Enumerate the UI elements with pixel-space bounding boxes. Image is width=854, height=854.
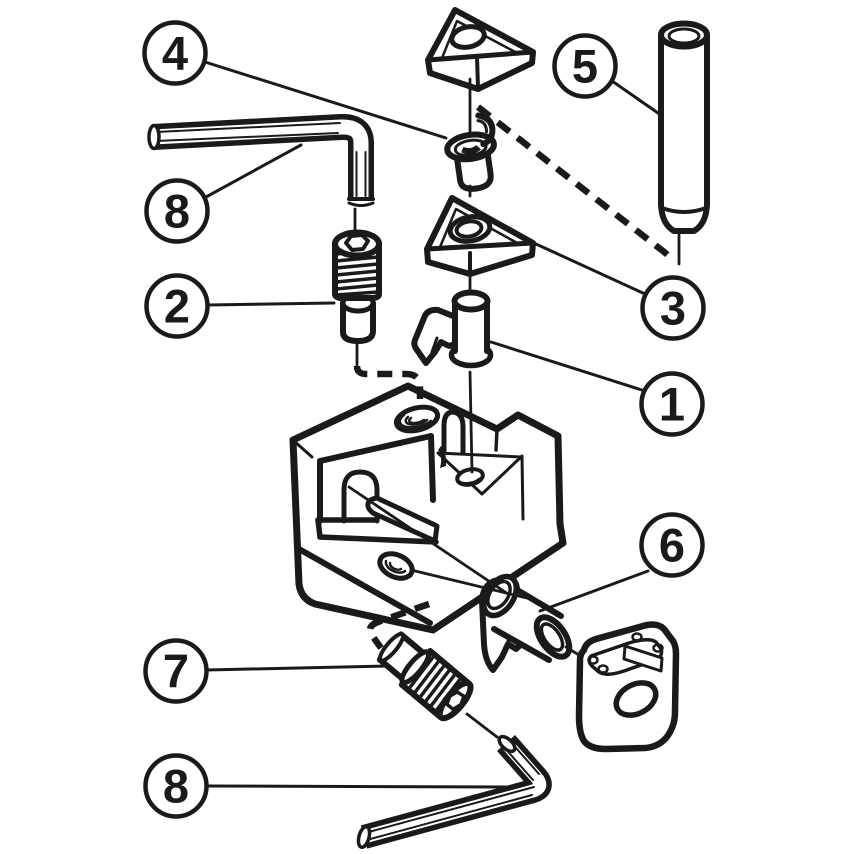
leader-2 (206, 301, 336, 307)
callout-8-top: 8 (144, 178, 210, 244)
callout-5: 5 (552, 33, 618, 99)
leader-8-top (204, 143, 303, 199)
cartridge-body (289, 382, 567, 634)
hex-key-bottom-end-face (356, 825, 372, 849)
clamp-screw-2 (332, 229, 382, 344)
hidden-assembly-paths (353, 104, 677, 650)
body-top-hole (393, 404, 441, 434)
leader-7 (205, 664, 387, 672)
clamp-block (575, 621, 680, 753)
callout-7-label: 7 (163, 645, 189, 698)
hex-key-top-end-face (147, 123, 161, 151)
callout-4-label: 4 (162, 27, 188, 80)
callout-6-label: 6 (659, 519, 685, 572)
insert-hole (449, 24, 487, 50)
centerline-pocket-to-clamp6 (347, 485, 510, 596)
leader-8-bottom (205, 784, 517, 789)
centerline-clamp-to-body (468, 370, 474, 474)
hex-key-top (147, 113, 375, 207)
callout-8-bottom: 8 (143, 753, 209, 819)
callout-8-bottom-label: 8 (163, 760, 189, 813)
callouts: 4 8 2 5 3 1 6 (142, 20, 706, 819)
callout-5-label: 5 (572, 40, 598, 93)
callout-4: 4 (142, 20, 208, 86)
callout-2-label: 2 (164, 280, 190, 333)
leader-1 (489, 340, 647, 393)
callout-2: 2 (144, 273, 210, 339)
leader-5 (610, 79, 660, 115)
hex-socket (344, 233, 370, 252)
callout-3-label: 3 (660, 282, 686, 335)
callout-1-label: 1 (659, 378, 685, 431)
dashed-path-pin5 (476, 104, 677, 264)
centerline-screw7-to-key (465, 712, 499, 739)
dashed-path-screw7 (366, 600, 431, 650)
cutting-insert-top (425, 7, 536, 92)
assembly-centerlines (347, 77, 681, 739)
pin-5 (658, 20, 710, 234)
lever-pin-4 (444, 112, 497, 192)
clamp-6 (479, 573, 573, 673)
callout-1: 1 (639, 371, 705, 437)
callout-7: 7 (143, 638, 209, 704)
callout-6: 6 (639, 512, 705, 578)
leader-lines (203, 60, 660, 789)
hex-socket (445, 690, 466, 712)
centerline-hole-to-clamp6 (409, 568, 533, 601)
centerline-clamp6-to-block (564, 645, 581, 657)
leader-3 (534, 242, 647, 296)
shim-insert-3 (424, 195, 536, 277)
screw-7 (376, 631, 474, 722)
block-hole (613, 680, 659, 718)
clamp-1 (411, 289, 494, 369)
callout-3: 3 (640, 275, 706, 341)
hex-key-bottom (356, 734, 552, 849)
leader-4 (203, 60, 448, 140)
dashed-path-screw2 (353, 365, 424, 399)
callout-8-top-label: 8 (164, 185, 190, 238)
leader-6 (538, 569, 650, 613)
